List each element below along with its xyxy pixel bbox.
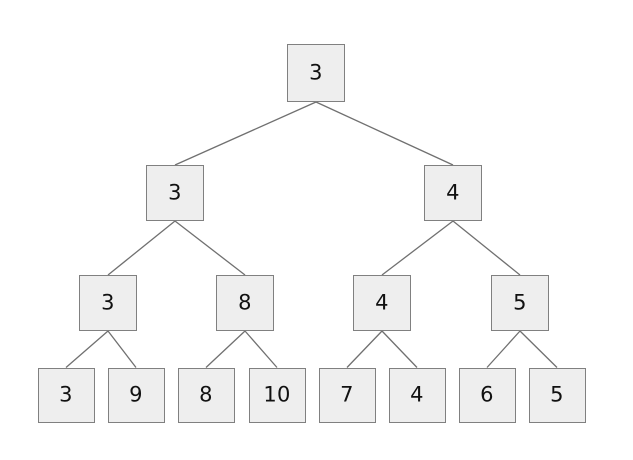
tree-node-label: 8 — [199, 382, 213, 406]
tree-node-n2[interactable]: 4 — [424, 165, 482, 221]
tree-edge-n6-n14 — [519, 330, 558, 368]
tree-node-label: 10 — [263, 382, 291, 406]
tree-edge-n4-n10 — [244, 330, 278, 368]
tree-node-n8[interactable]: 9 — [107, 367, 165, 423]
tree-node-label: 4 — [446, 180, 460, 204]
tree-edge-n5-n12 — [381, 330, 418, 368]
tree-node-n5[interactable]: 4 — [353, 275, 411, 331]
tree-node-label: 3 — [168, 180, 182, 204]
tree-node-n7[interactable]: 3 — [37, 367, 95, 423]
tree-node-n6[interactable]: 5 — [491, 275, 549, 331]
tree-node-label: 6 — [480, 382, 494, 406]
tree-node-n10[interactable]: 10 — [248, 367, 306, 423]
tree-edge-n4-n9 — [205, 330, 246, 368]
tree-node-label: 4 — [375, 290, 389, 314]
tree-edge-n2-n5 — [381, 220, 454, 276]
tree-node-label: 3 — [59, 382, 73, 406]
tree-node-n9[interactable]: 8 — [177, 367, 235, 423]
tree-node-label: 5 — [550, 382, 564, 406]
tree-node-label: 4 — [410, 382, 424, 406]
tree-node-n3[interactable]: 3 — [79, 275, 137, 331]
tree-node-n1[interactable]: 3 — [146, 165, 204, 221]
tree-edge-n2-n6 — [452, 220, 521, 276]
tree-node-label: 5 — [513, 290, 527, 314]
tree-edge-n3-n7 — [65, 330, 109, 368]
tree-edge-n1-n3 — [107, 220, 176, 276]
tree-edge-n0-n1 — [174, 101, 317, 166]
tree-edge-n1-n4 — [174, 220, 246, 276]
tree-node-n0[interactable]: 3 — [287, 44, 345, 102]
tree-node-label: 3 — [309, 60, 323, 84]
tree-edge-n6-n13 — [486, 330, 521, 368]
tree-node-label: 3 — [101, 290, 115, 314]
tree-node-label: 7 — [340, 382, 354, 406]
tree-node-n12[interactable]: 4 — [388, 367, 446, 423]
tree-node-label: 9 — [129, 382, 143, 406]
tree-edge-n5-n11 — [346, 330, 383, 368]
tree-edge-n0-n2 — [315, 101, 454, 166]
tree-edge-n3-n8 — [107, 330, 137, 368]
tree-node-n14[interactable]: 5 — [528, 367, 586, 423]
tree-node-label: 8 — [238, 290, 252, 314]
tree-node-n4[interactable]: 8 — [216, 275, 274, 331]
tree-node-n13[interactable]: 6 — [458, 367, 516, 423]
tree-node-n11[interactable]: 7 — [318, 367, 376, 423]
